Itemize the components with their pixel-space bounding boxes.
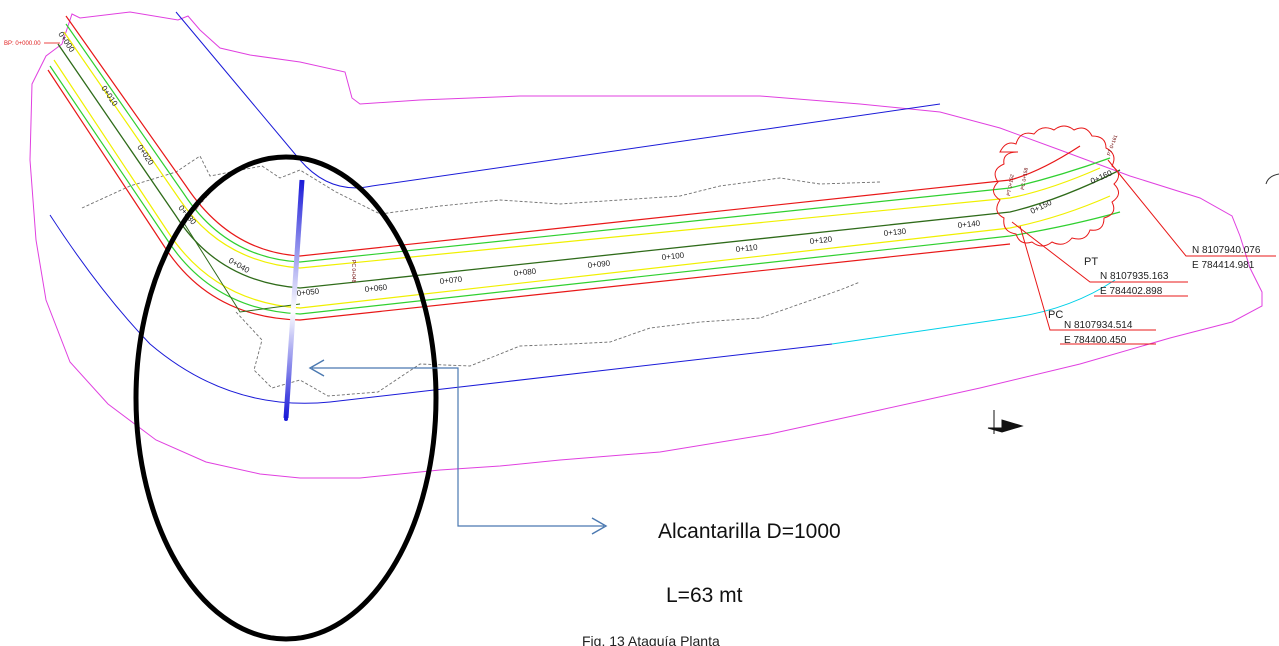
road-edge-right xyxy=(47,69,1011,321)
culvert-end xyxy=(284,417,288,421)
offset-yellow-right xyxy=(53,59,1111,309)
axis-line-south xyxy=(49,214,833,404)
leader-pc xyxy=(1019,225,1156,331)
leader-end xyxy=(1107,159,1276,257)
callout-title: Alcantarilla D=1000 xyxy=(658,520,841,543)
pt-label: PT xyxy=(1084,256,1098,268)
curve-marker: PT 0+152 xyxy=(1006,174,1016,197)
offset-green-left xyxy=(65,23,1111,263)
callout-arrowhead-right xyxy=(591,517,608,535)
road-edge-left xyxy=(65,15,1081,257)
station-label: 0+130 xyxy=(883,227,907,238)
curve-marker: PC 0+048 xyxy=(350,260,356,283)
culvert-pipe xyxy=(283,179,305,419)
station-label: 0+140 xyxy=(957,219,981,230)
curve-marker: PT 0+161 xyxy=(1106,134,1119,157)
leader-pt xyxy=(1011,221,1188,283)
station-label: 0+060 xyxy=(364,283,388,294)
station-label: 0+080 xyxy=(513,267,537,278)
edge-arc xyxy=(1265,173,1279,185)
station-label: 0+150 xyxy=(1029,198,1054,216)
callout-connector xyxy=(312,367,604,527)
pt-north-label: N 8107935.163 xyxy=(1100,271,1169,282)
station-label: 0+020 xyxy=(135,143,155,167)
callout-length: L=63 mt xyxy=(666,584,743,607)
road-centerline xyxy=(57,43,1121,289)
pt-east-label: E 784402.898 xyxy=(1100,286,1163,297)
site-boundary xyxy=(29,11,1263,479)
callout-arrowhead-left xyxy=(308,359,325,377)
terrain-contour-2 xyxy=(235,281,861,397)
station-label: 0+120 xyxy=(809,235,833,246)
pc-east-label: E 784400.450 xyxy=(1064,335,1127,346)
terrain-contour-1 xyxy=(81,155,881,215)
pc-label: PC xyxy=(1048,309,1063,321)
station-label: 0+050 xyxy=(296,287,320,298)
fill-line xyxy=(181,219,301,313)
figure-caption: Fig. 13 Ataguía Planta xyxy=(582,633,720,646)
end-north-label: N 8107940.076 xyxy=(1192,245,1261,256)
station-label: 0+000 xyxy=(56,30,76,54)
curve-marker: PC 0+158 xyxy=(1020,167,1030,190)
station-label: 0+070 xyxy=(439,275,463,286)
end-east-label: E 784414.981 xyxy=(1192,260,1255,271)
highlight-ellipse xyxy=(133,154,439,642)
offset-line-cyan xyxy=(831,279,1116,345)
north-arrow-icon xyxy=(987,410,1024,434)
station-label: 0+110 xyxy=(735,243,758,254)
revision-cloud xyxy=(993,125,1119,247)
axis-line-north xyxy=(175,11,941,189)
station-label: 0+100 xyxy=(661,251,685,262)
station-label: 0+090 xyxy=(587,259,611,270)
pc-north-label: N 8107934.514 xyxy=(1064,320,1133,331)
offset-green-right xyxy=(49,65,1121,315)
start-label: BP: 0+000.00 xyxy=(4,41,41,47)
